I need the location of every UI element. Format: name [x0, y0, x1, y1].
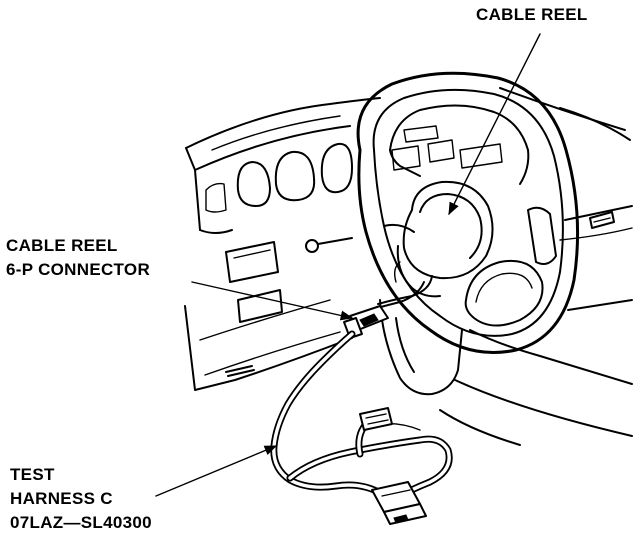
cable-reel-label: CABLE REEL: [476, 5, 588, 24]
harness-part-number: 07LAZ—SL40300: [10, 513, 152, 532]
left-panel-controls: [225, 237, 353, 377]
leader-lines: [155, 33, 541, 497]
connector-label-line2: 6-P CONNECTOR: [6, 260, 151, 279]
instrument-gauges: [205, 125, 615, 229]
harness-small-connector: [359, 407, 393, 431]
connector-label-line1: CABLE REEL: [6, 236, 118, 255]
harness-large-connector: [371, 481, 427, 525]
harness-leader: [155, 445, 278, 497]
cable-reel-leader: [448, 33, 541, 216]
cable-reel-hub: [393, 180, 494, 298]
harness-label-line1: TEST: [10, 465, 55, 484]
harness-label-line2: HARNESS C: [10, 489, 113, 508]
steering-wheel: [356, 71, 580, 396]
connector-leader: [191, 281, 354, 321]
